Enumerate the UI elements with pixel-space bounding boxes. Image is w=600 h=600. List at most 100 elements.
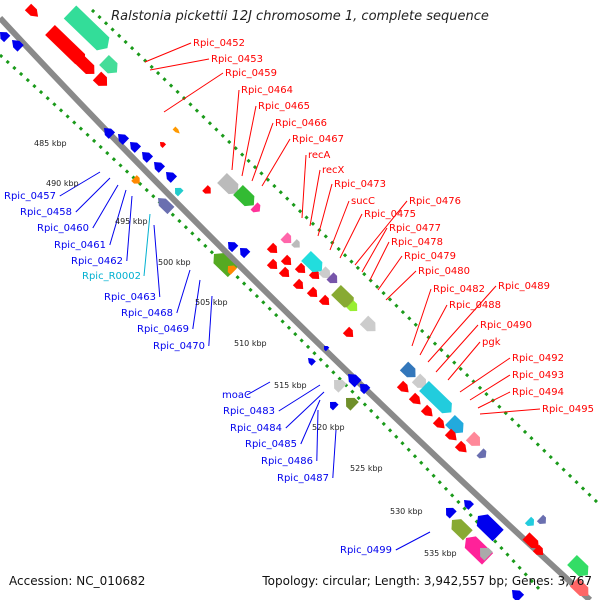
forward-gene-label[interactable]: Rpic_0459 [225,68,277,79]
forward-gene-arrow[interactable] [432,416,448,432]
reverse-gene-arrow[interactable] [461,497,474,510]
forward-gene-label[interactable]: Rpic_0476 [409,196,461,207]
reverse-gene-label[interactable]: Rpic_0486 [261,456,313,467]
forward-gene-arrow[interactable] [306,286,320,300]
reverse-gene-label[interactable]: Rpic_0487 [277,473,329,484]
reverse-gene-arrow[interactable] [306,356,316,366]
forward-gene-arrow[interactable] [158,140,167,148]
forward-gene-arrow[interactable] [172,126,182,135]
forward-gene-label[interactable]: Rpic_0479 [404,251,456,262]
forward-gene-label[interactable]: Rpic_0493 [512,370,564,381]
reverse-gene-label[interactable]: Rpic_0469 [137,324,189,335]
forward-gene-block[interactable] [99,54,122,78]
forward-gene-label[interactable]: Rpic_0482 [433,284,485,295]
reverse-gene-block[interactable] [155,194,175,215]
forward-gene-block[interactable] [291,239,302,250]
forward-gene-arrow[interactable] [342,326,356,340]
reverse-gene-block[interactable] [225,263,237,275]
forward-gene-block[interactable] [217,172,243,198]
reverse-gene-label[interactable]: Rpic_0460 [37,223,89,234]
forward-gene-label[interactable]: Rpic_0490 [480,320,532,331]
forward-gene-arrow[interactable] [202,185,213,196]
forward-gene-block[interactable] [419,380,456,417]
forward-gene-block[interactable] [346,300,361,314]
forward-gene-block[interactable] [536,514,549,527]
reverse-gene-label[interactable]: Rpic_0470 [153,341,205,352]
forward-gene-block[interactable] [476,448,490,461]
forward-gene-arrow[interactable] [92,71,111,90]
reverse-gene-arrow[interactable] [509,586,525,600]
reverse-gene-arrow[interactable] [9,37,24,52]
forward-gene-block[interactable] [301,250,327,276]
forward-gene-label[interactable]: Rpic_0495 [542,404,594,415]
forward-gene-block[interactable] [250,202,264,215]
rna-gene-block[interactable] [172,185,184,197]
forward-gene-block[interactable] [524,516,537,529]
reverse-gene-label[interactable]: moaC [222,390,251,401]
reverse-gene-arrow[interactable] [0,29,11,43]
forward-gene-block[interactable] [280,232,295,246]
reverse-gene-label[interactable]: Rpic_0468 [121,308,173,319]
forward-gene-arrow[interactable] [266,242,280,256]
forward-gene-arrow[interactable] [420,404,436,420]
reverse-gene-arrow[interactable] [101,125,116,139]
forward-gene-arrow[interactable] [444,428,460,444]
reverse-gene-arrow[interactable] [225,239,239,253]
rna-gene-label[interactable]: Rpic_R0002 [82,271,141,282]
forward-gene-arrow[interactable] [454,440,470,456]
forward-gene-block[interactable] [318,266,335,282]
reverse-gene-label[interactable]: Rpic_0484 [230,423,282,434]
reverse-gene-block[interactable] [342,394,359,411]
reverse-gene-block[interactable] [330,376,347,393]
reverse-gene-arrow[interactable] [443,504,457,519]
forward-gene-label[interactable]: Rpic_0489 [498,281,550,292]
forward-gene-arrow[interactable] [266,258,280,272]
forward-gene-arrow[interactable] [292,278,306,292]
forward-gene-arrow[interactable] [318,294,332,308]
forward-gene-block[interactable] [567,554,593,580]
reverse-gene-arrow[interactable] [357,381,371,395]
reverse-gene-block[interactable] [131,175,142,186]
forward-gene-label[interactable]: Rpic_0465 [258,101,310,112]
forward-gene-block[interactable] [233,184,259,210]
forward-gene-label[interactable]: Rpic_0478 [391,237,443,248]
forward-gene-block[interactable] [445,414,468,438]
reverse-gene-label[interactable]: Rpic_0499 [340,545,392,556]
forward-gene-arrow[interactable] [294,262,308,276]
forward-gene-block[interactable] [399,361,420,382]
reverse-gene-label[interactable]: Rpic_0463 [104,292,156,303]
reverse-gene-label[interactable]: Rpic_0483 [223,406,275,417]
reverse-gene-arrow[interactable] [139,149,154,163]
forward-gene-label[interactable]: Rpic_0477 [389,223,441,234]
reverse-gene-label[interactable]: Rpic_0461 [54,240,106,251]
forward-gene-label[interactable]: Rpic_0464 [241,85,293,96]
reverse-gene-arrow[interactable] [237,245,251,259]
reverse-gene-label[interactable]: Rpic_0457 [4,191,56,202]
forward-gene-label[interactable]: recA [308,150,331,161]
forward-gene-label[interactable]: Rpic_0473 [334,179,386,190]
forward-gene-label[interactable]: recX [322,165,345,176]
forward-gene-arrow[interactable] [522,532,543,552]
reverse-gene-arrow[interactable] [163,169,178,183]
forward-gene-label[interactable]: Rpic_0475 [364,209,416,220]
reverse-gene-arrow[interactable] [127,139,142,153]
reverse-gene-block[interactable] [447,515,473,541]
reverse-gene-arrow[interactable] [115,131,130,145]
forward-gene-arrow[interactable] [45,24,89,68]
reverse-gene-arrow[interactable] [322,344,330,352]
forward-gene-arrow[interactable] [75,55,99,79]
forward-gene-label[interactable]: pgk [482,337,501,348]
forward-gene-block[interactable] [331,284,358,312]
reverse-gene-arrow[interactable] [327,399,339,411]
forward-gene-arrow[interactable] [408,392,424,408]
forward-gene-label[interactable]: Rpic_0492 [512,353,564,364]
forward-gene-arrow[interactable] [532,544,546,558]
reverse-gene-arrow[interactable] [472,510,504,542]
forward-gene-arrow[interactable] [24,3,41,20]
forward-gene-label[interactable]: Rpic_0466 [275,118,327,129]
forward-gene-block[interactable] [569,577,593,600]
forward-gene-label[interactable]: Rpic_0480 [418,266,470,277]
forward-gene-label[interactable]: sucC [351,196,375,207]
forward-gene-label[interactable]: Rpic_0452 [193,38,245,49]
forward-gene-block[interactable] [359,315,380,336]
